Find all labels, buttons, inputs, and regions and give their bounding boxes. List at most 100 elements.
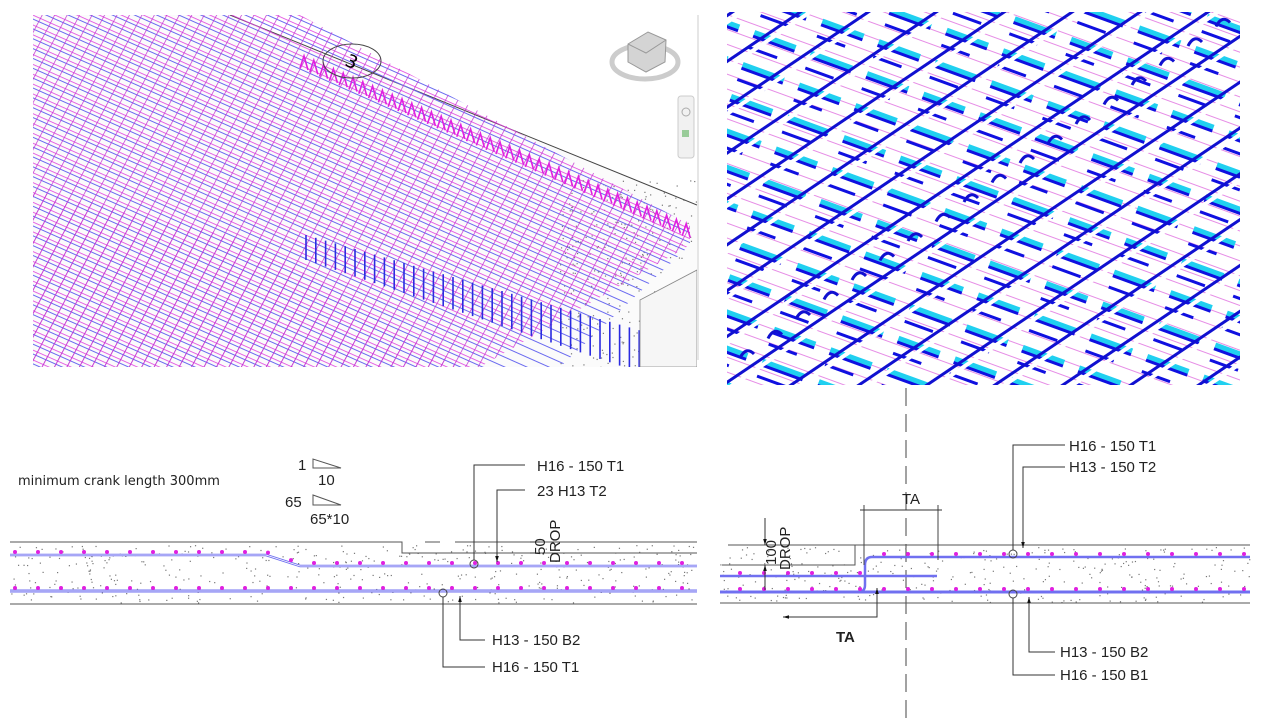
grid-bubble[interactable] — [322, 43, 382, 79]
aggregate-speck — [635, 184, 638, 186]
aggregate-speck — [246, 567, 248, 570]
bar-dot — [266, 550, 270, 555]
aggregate-speck — [313, 555, 315, 557]
aggregate-speck — [1210, 582, 1212, 585]
aggregate-speck — [545, 548, 547, 550]
aggregate-speck — [1048, 575, 1050, 577]
aggregate-speck — [1042, 581, 1044, 583]
bend-arc — [850, 271, 868, 281]
aggregate-speck — [476, 586, 479, 589]
aggregate-speck — [593, 546, 595, 549]
aggregate-speck — [1203, 598, 1205, 601]
aggregate-speck — [187, 551, 190, 553]
aggregate-speck — [106, 562, 108, 564]
aggregate-speck — [984, 559, 986, 561]
bar-dot — [289, 558, 293, 563]
aggregate-speck — [42, 571, 44, 573]
bar-dot — [197, 550, 201, 554]
aggregate-speck — [1208, 575, 1211, 577]
aggregate-speck — [11, 593, 13, 595]
aggregate-speck — [183, 579, 185, 581]
navigation-bar-icon[interactable] — [677, 95, 695, 159]
rebar-3d-view[interactable]: 3 — [33, 15, 697, 389]
aggregate-speck — [410, 592, 412, 594]
leader-bottom2 — [1027, 597, 1055, 653]
aggregate-speck — [644, 191, 646, 193]
aggregate-speck — [937, 568, 939, 570]
aggregate-speck — [675, 197, 677, 199]
bar-dot — [1242, 552, 1246, 556]
aggregate-speck — [90, 578, 92, 581]
bar-dot — [542, 561, 546, 565]
aggregate-speck — [442, 558, 444, 560]
aggregate-speck — [855, 585, 857, 587]
aggregate-speck — [543, 598, 545, 600]
aggregate-speck — [570, 556, 573, 558]
hook — [387, 91, 397, 109]
aggregate-speck — [1064, 551, 1066, 554]
aggregate-speck — [892, 572, 894, 575]
aggregate-speck — [974, 576, 976, 578]
aggregate-speck — [857, 595, 859, 598]
aggregate-speck — [51, 596, 53, 598]
aggregate-speck — [1081, 582, 1083, 584]
aggregate-speck — [950, 578, 953, 581]
aggregate-speck — [49, 586, 51, 589]
hook — [485, 134, 495, 152]
aggregate-speck — [586, 561, 589, 564]
aggregate-speck — [622, 343, 624, 345]
aggregate-speck — [990, 560, 992, 562]
aggregate-speck — [252, 581, 254, 584]
leader-bottom1 — [442, 597, 485, 668]
aggregate-speck — [638, 585, 640, 587]
hook — [465, 126, 476, 144]
viewcube-icon[interactable] — [609, 31, 681, 82]
bend-arc — [1018, 154, 1036, 164]
top-bar-cranked — [782, 555, 1250, 594]
aggregate-speck — [687, 222, 689, 224]
slope2-rise: 65 — [285, 494, 302, 511]
bar-dot — [404, 586, 408, 590]
aggregate-speck — [144, 564, 146, 566]
aggregate-speck — [373, 560, 375, 562]
bar-dot — [266, 586, 270, 590]
aggregate-speck — [727, 595, 729, 597]
aggregate-speck — [1038, 547, 1040, 549]
aggregate-speck — [641, 600, 644, 602]
aggregate-speck — [296, 576, 298, 578]
aggregate-speck — [684, 571, 686, 573]
aggregate-speck — [1079, 599, 1081, 601]
hook — [505, 143, 515, 161]
aggregate-speck — [1070, 599, 1072, 602]
aggregate-speck — [1087, 557, 1089, 560]
aggregate-speck — [135, 548, 137, 550]
aggregate-speck — [296, 552, 299, 554]
aggregate-speck — [1111, 558, 1114, 560]
bar-dot — [473, 561, 477, 565]
bar-dot — [1002, 587, 1006, 591]
hook — [583, 177, 593, 195]
aggregate-speck — [723, 579, 725, 582]
rebar-closeup-view[interactable] — [727, 12, 1240, 385]
aggregate-speck — [89, 573, 91, 575]
aggregate-speck — [829, 585, 831, 588]
aggregate-speck — [652, 600, 654, 602]
bar-dot — [834, 587, 838, 591]
aggregate-speck — [1074, 551, 1076, 553]
aggregate-speck — [789, 555, 791, 557]
bar-dot — [105, 586, 109, 590]
aggregate-speck — [648, 567, 650, 569]
aggregate-speck — [537, 583, 539, 585]
aggregate-speck — [877, 571, 879, 573]
aggregate-speck — [841, 576, 843, 579]
aggregate-speck — [786, 579, 788, 582]
aggregate-speck — [505, 597, 507, 599]
bar-dot — [786, 587, 790, 591]
aggregate-speck — [269, 575, 271, 577]
aggregate-speck — [751, 558, 753, 561]
aggregate-speck — [1114, 563, 1116, 565]
aggregate-speck — [372, 574, 374, 577]
aggregate-speck — [720, 564, 722, 566]
aggregate-speck — [92, 587, 95, 589]
aggregate-speck — [573, 559, 575, 561]
